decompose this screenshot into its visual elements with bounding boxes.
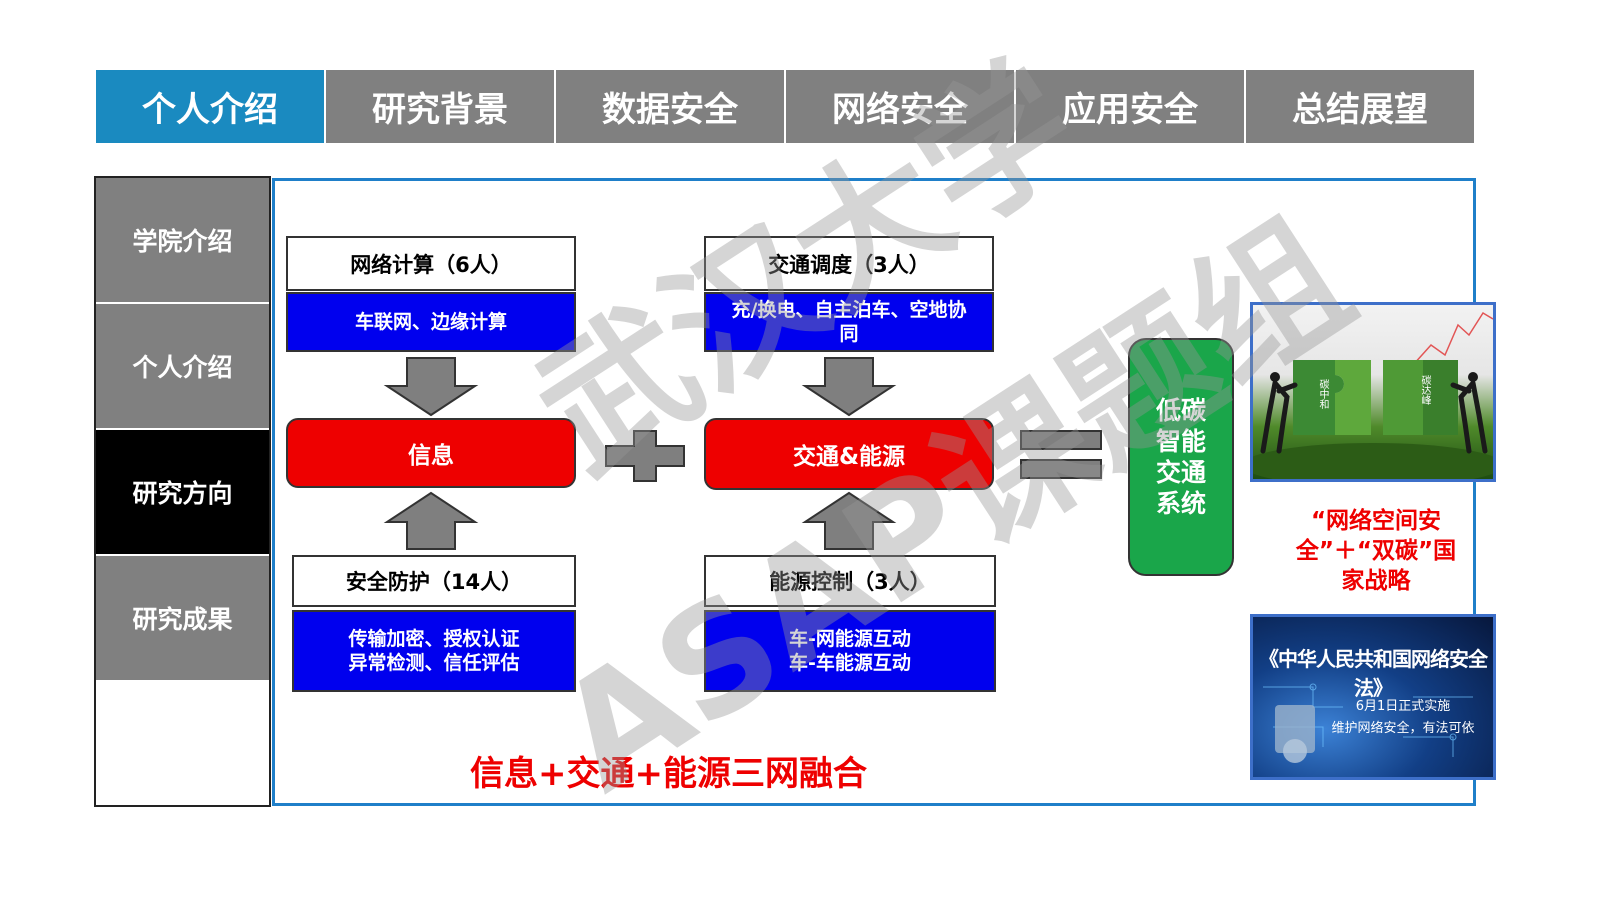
tab-application-security[interactable]: 应用安全 xyxy=(1016,70,1244,143)
security-protection-title: 安全防护（14人） xyxy=(292,555,576,607)
strategy-caption-line: 全”＋“双碳”国 xyxy=(1295,538,1457,564)
law-slogan: 维护网络安全，有法可依 xyxy=(1331,721,1475,736)
side-nav-research-results[interactable]: 研究成果 xyxy=(96,556,269,682)
energy-control-desc-line: 车-网能源互动 xyxy=(789,628,911,650)
energy-control-desc: 车-网能源互动 车-车能源互动 xyxy=(704,610,996,692)
carbon-puzzle-image: 碳中和 碳达峰 xyxy=(1250,302,1496,482)
result-node-line: 智能 xyxy=(1155,427,1206,456)
tab-summary[interactable]: 总结展望 xyxy=(1246,70,1474,143)
result-node-line: 低碳 xyxy=(1155,396,1206,425)
carbon-puzzle-graphic xyxy=(1253,311,1493,479)
security-protection-desc: 传输加密、授权认证 异常检测、信任评估 xyxy=(292,610,576,692)
network-computing-desc-line: 车联网、边缘计算 xyxy=(354,311,507,333)
plus-icon xyxy=(605,430,685,482)
info-node: 信息 xyxy=(286,418,576,488)
traffic-energy-node: 交通&能源 xyxy=(704,418,994,490)
tab-data-security[interactable]: 数据安全 xyxy=(556,70,784,143)
law-title: 《中华人民共和国网络安全法》 xyxy=(1259,647,1488,700)
law-effective-date: 6月1日正式实施 xyxy=(1355,699,1451,714)
traffic-scheduling-desc-line: 同 xyxy=(839,323,859,345)
cybersecurity-law-image: 《中华人民共和国网络安全法》 6月1日正式实施 维护网络安全，有法可依 xyxy=(1250,614,1496,780)
strategy-caption-line: “网络空间安 xyxy=(1310,508,1442,534)
energy-control-desc-line: 车-车能源互动 xyxy=(789,652,911,674)
tab-personal-intro[interactable]: 个人介绍 xyxy=(96,70,324,143)
carbon-peak-label: 碳达峰 xyxy=(1419,375,1430,405)
result-node-line: 交通 xyxy=(1155,458,1206,487)
down-arrow-icon xyxy=(383,357,479,417)
equals-icon xyxy=(1020,430,1102,479)
down-arrow-icon xyxy=(801,357,897,417)
tab-network-security[interactable]: 网络安全 xyxy=(786,70,1014,143)
side-nav-college-intro[interactable]: 学院介绍 xyxy=(96,178,269,304)
network-computing-title: 网络计算（6人） xyxy=(286,236,576,291)
strategy-caption: “网络空间安 全”＋“双碳”国 家战略 xyxy=(1256,506,1496,596)
up-arrow-icon xyxy=(383,491,479,550)
tab-research-background[interactable]: 研究背景 xyxy=(326,70,554,143)
traffic-scheduling-desc: 充/换电、自主泊车、空地协 同 xyxy=(704,292,994,352)
result-node-line: 系统 xyxy=(1155,489,1206,518)
security-protection-desc-line: 异常检测、信任评估 xyxy=(348,652,520,674)
network-computing-desc: 车联网、边缘计算 xyxy=(286,292,576,352)
traffic-scheduling-title: 交通调度（3人） xyxy=(704,236,994,291)
carbon-neutral-label: 碳中和 xyxy=(1317,379,1328,409)
side-nav-research-direction[interactable]: 研究方向 xyxy=(96,430,269,556)
energy-control-title: 能源控制（3人） xyxy=(704,555,996,607)
traffic-scheduling-desc-line: 充/换电、自主泊车、空地协 xyxy=(731,299,967,321)
up-arrow-icon xyxy=(801,491,897,550)
content-frame xyxy=(272,178,1476,806)
security-protection-desc-line: 传输加密、授权认证 xyxy=(348,628,520,650)
fusion-caption: 信息+交通+能源三网融合 xyxy=(470,754,867,794)
strategy-caption-line: 家战略 xyxy=(1341,568,1411,594)
side-nav-personal-intro[interactable]: 个人介绍 xyxy=(96,304,269,430)
circuit-graphic xyxy=(1263,683,1473,763)
result-node: 低碳 智能 交通 系统 xyxy=(1128,338,1234,576)
